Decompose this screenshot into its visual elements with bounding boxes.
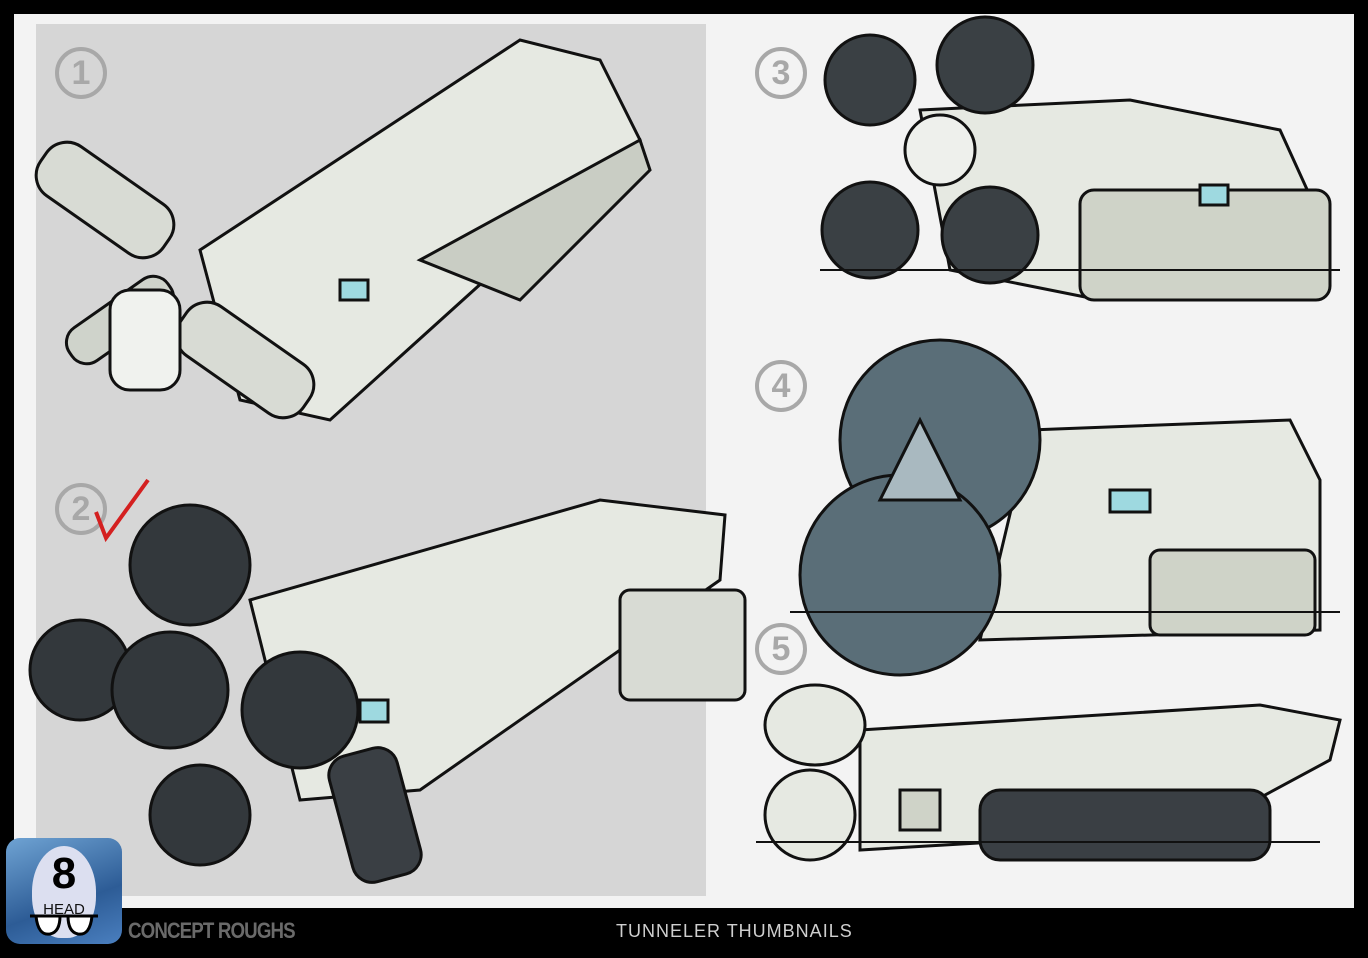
tunneler-sketch-3 [820, 15, 1332, 302]
tunneler-sketch-4 [798, 338, 1322, 677]
8head-logo: 8 HEAD [6, 838, 122, 944]
checkmark-icon [94, 478, 150, 543]
ground-lines [756, 269, 1340, 843]
concept-roughs-label: CONCEPT ROUGHS [128, 918, 296, 943]
footer-bar [0, 908, 1368, 958]
thumbnail-number-3: 3 [755, 47, 807, 99]
thumbnail-number-4: 4 [755, 360, 807, 412]
thumbnail-number-5: 5 [755, 623, 807, 675]
glasses-icon [30, 914, 98, 936]
tunneler-sketch-2 [28, 498, 747, 884]
thumbnail-number-2: 2 [55, 483, 107, 535]
logo-digit: 8 [51, 849, 77, 898]
tunneler-sketch-1 [34, 38, 652, 422]
thumbnail-number-1: 1 [55, 47, 107, 99]
logo-text: HEAD [43, 901, 85, 918]
tunneler-sketch-5 [763, 683, 1342, 862]
sheet-title: TUNNELER THUMBNAILS [616, 921, 853, 941]
